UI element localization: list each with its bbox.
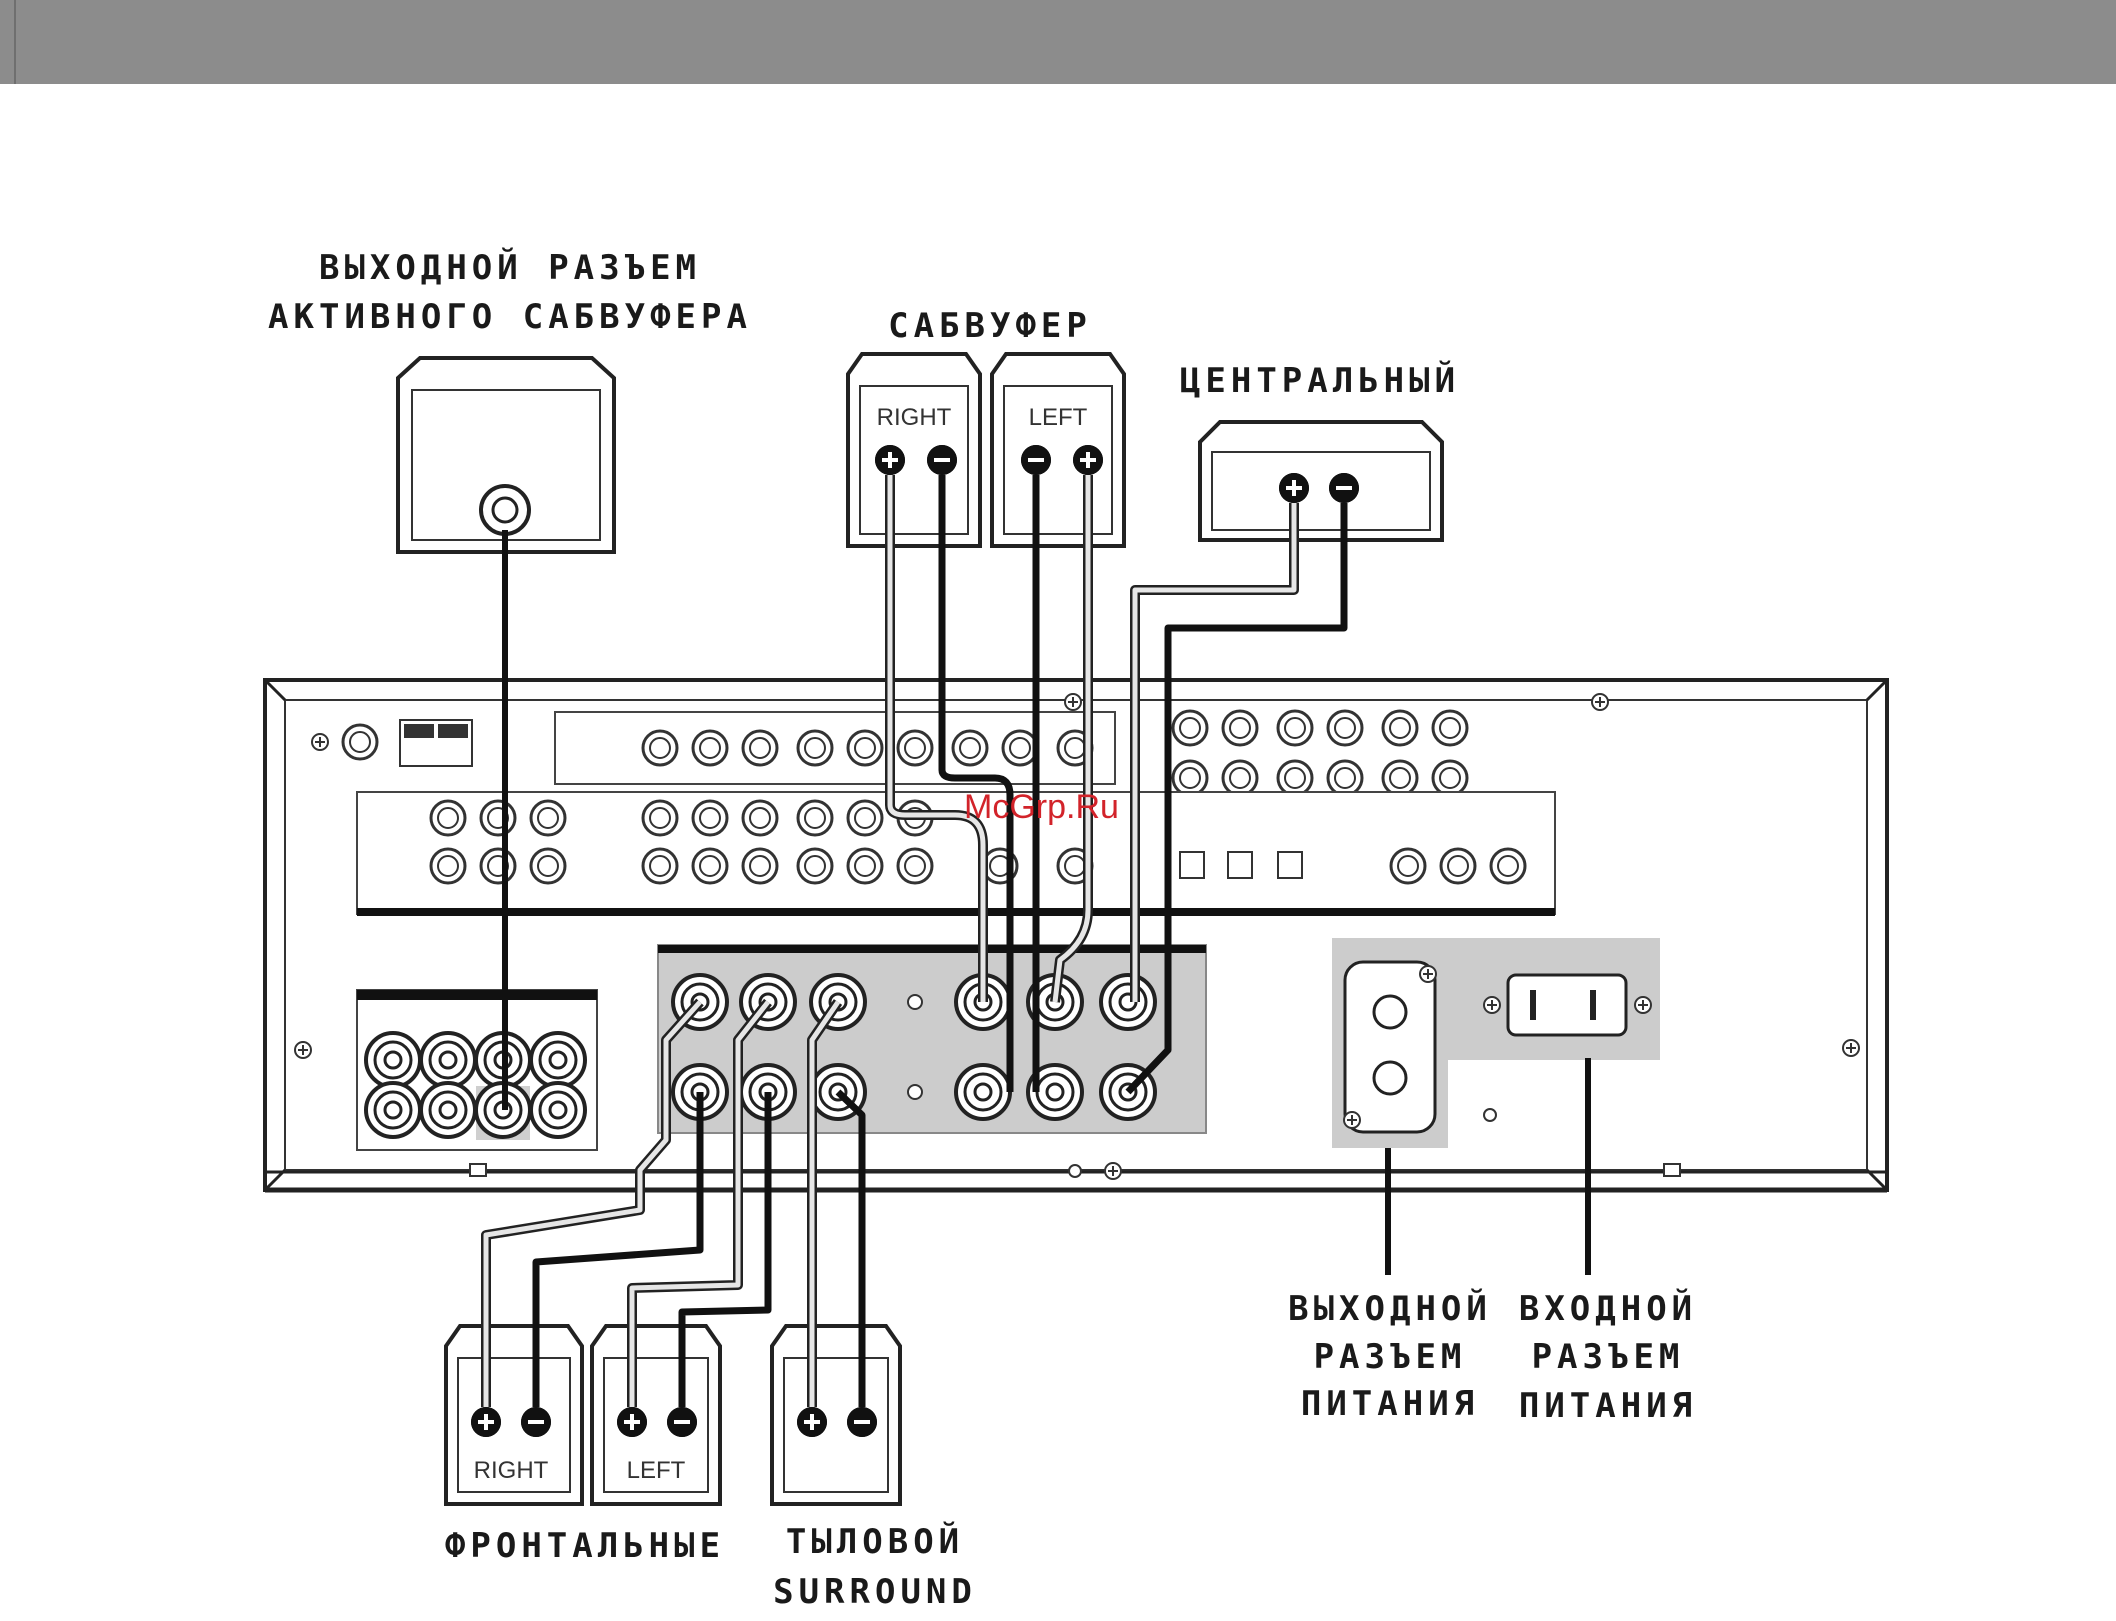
ac-outlet (1344, 962, 1436, 1132)
ac-input (1484, 975, 1651, 1035)
speaker-center (1200, 422, 1442, 540)
speaker-rear-surround (772, 1326, 900, 1504)
subwoofer-label: САБВУФЕР (840, 302, 1140, 350)
power-in-label-1: ВХОДНОЙ (1488, 1285, 1728, 1333)
sub-right-label: RIGHT (877, 404, 952, 431)
power-out-label-3: ПИТАНИЯ (1270, 1380, 1510, 1428)
power-in-label-3: ПИТАНИЯ (1488, 1382, 1728, 1430)
component-video-jacks (643, 731, 1092, 765)
active-subwoofer-box (398, 358, 614, 552)
receiver-rear-panel (265, 680, 1887, 1190)
speaker-sub-right (848, 354, 980, 546)
rear-label-2: SURROUND (755, 1568, 995, 1616)
rear-label-1: ТЫЛОВОЙ (755, 1518, 995, 1566)
power-out-label-1: ВЫХОДНОЙ (1270, 1285, 1510, 1333)
watermark: McGrp.Ru (964, 788, 1119, 827)
speaker-sub-left (992, 354, 1124, 546)
active-sub-out-label-2: АКТИВНОГО САБВУФЕРА (240, 293, 780, 341)
front-left-label: LEFT (627, 1457, 686, 1484)
sub-left-label: LEFT (1029, 404, 1088, 431)
front-label: ФРОНТАЛЬНЫЕ (420, 1522, 750, 1570)
front-right-label: RIGHT (474, 1457, 549, 1484)
center-label: ЦЕНТРАЛЬНЫЙ (1160, 357, 1480, 405)
power-in-label-2: РАЗЪЕМ (1488, 1333, 1728, 1381)
power-out-label-2: РАЗЪЕМ (1270, 1333, 1510, 1381)
active-sub-out-label-1: ВЫХОДНОЙ РАЗЪЕМ (260, 244, 760, 292)
